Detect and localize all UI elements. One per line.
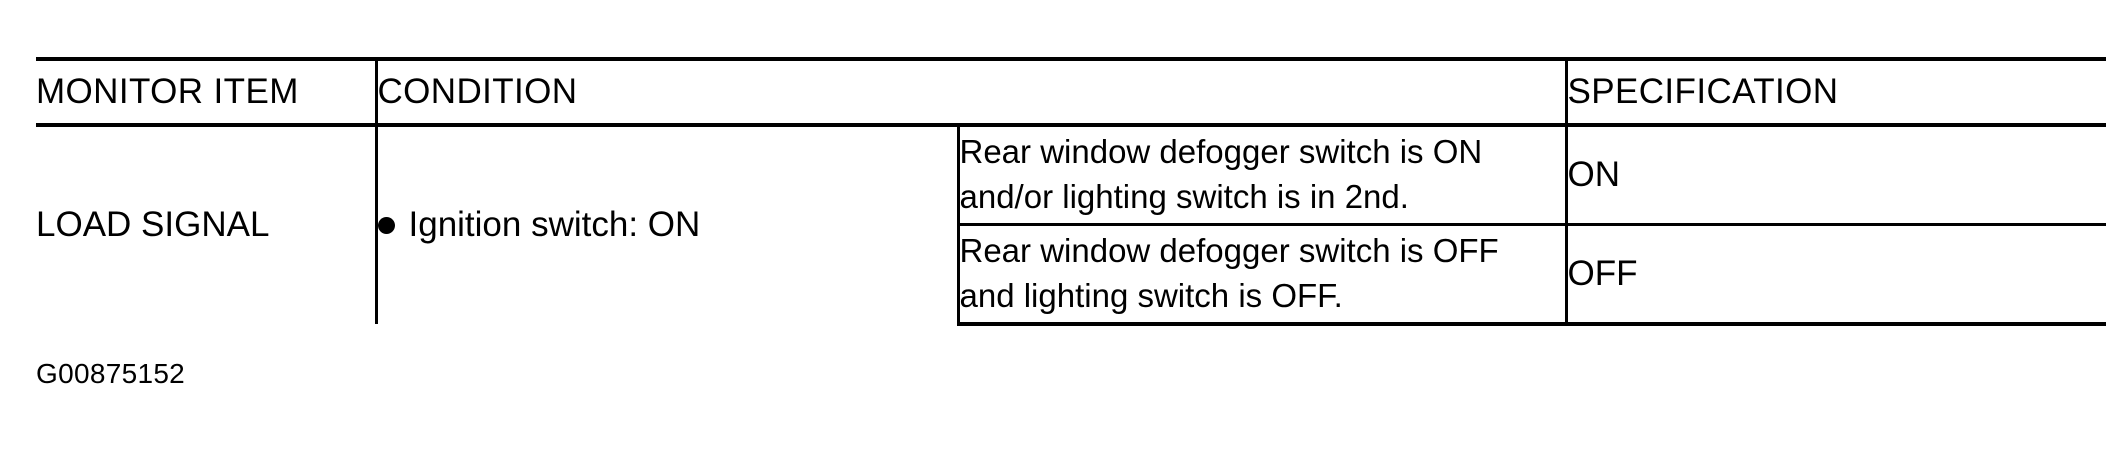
filled-circle-bullet-icon — [377, 217, 395, 234]
table-row: LOAD SIGNAL Ignition switch: ON Rear win… — [36, 125, 2107, 324]
column-header-condition: CONDITION — [374, 57, 1567, 127]
cell-condition-ignition-switch: Ignition switch: ON — [374, 125, 958, 324]
monitor-item-specification-table: MONITOR ITEM CONDITION SPECIFICATION LOA… — [36, 57, 2107, 326]
figure-code-caption: G00875152 — [36, 358, 186, 389]
column-header-specification: SPECIFICATION — [1564, 57, 2107, 127]
cell-specification-on: ON — [1564, 125, 2107, 225]
table-row: Rear window defogger switch is OFF and l… — [36, 223, 2107, 326]
cell-monitor-item-load-signal: LOAD SIGNAL — [36, 205, 270, 245]
sub-condition-line-1: Rear window defogger switch is OFF — [959, 232, 1499, 270]
condition-text: Ignition switch: ON — [408, 205, 701, 245]
column-header-monitor-item: MONITOR ITEM — [36, 57, 376, 127]
cell-sub-condition-on: Rear window defogger switch is ON and/or… — [956, 125, 1567, 225]
sub-condition-line-1: Rear window defogger switch is ON — [959, 133, 1483, 171]
sub-condition-line-2: and/or lighting switch is in 2nd. — [959, 178, 1409, 215]
cell-specification-off: OFF — [1564, 223, 2107, 326]
cell-sub-condition-off: Rear window defogger switch is OFF and l… — [956, 223, 1567, 326]
sub-condition-line-2: and lighting switch is OFF. — [959, 277, 1343, 314]
table-header-row: MONITOR ITEM CONDITION SPECIFICATION — [36, 57, 2107, 127]
